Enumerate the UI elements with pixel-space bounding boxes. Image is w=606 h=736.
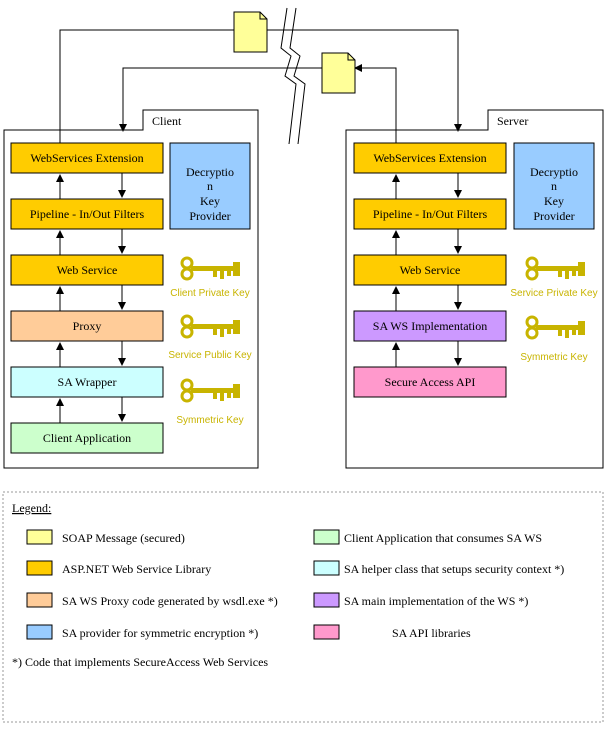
client-sa-wrapper-box: SA Wrapper xyxy=(10,366,164,398)
server-webservices-extension-box: WebServices Extension xyxy=(353,142,507,174)
soap-message-outbound-icon xyxy=(233,11,268,53)
service-private-key-icon: Service Private Key xyxy=(510,256,598,299)
soap-message-inbound-icon xyxy=(321,52,356,94)
svg-text:Symmetric Key: Symmetric Key xyxy=(176,415,243,426)
legend-title: Legend: xyxy=(12,501,51,515)
server-decryption-key-provider-box: Decryptio n Key Provider xyxy=(513,142,595,230)
network-break xyxy=(280,7,306,145)
svg-text:Proxy: Proxy xyxy=(73,319,102,333)
server-secure-access-api-box: Secure Access API xyxy=(353,366,507,398)
server-pipeline-box: Pipeline - In/Out Filters xyxy=(353,198,507,230)
legend-item: SA main implementation of the WS *) xyxy=(313,592,528,608)
network-connectors xyxy=(59,29,462,143)
legend-item: SA WS Proxy code generated by wsdl.exe *… xyxy=(26,592,278,608)
client-pipeline-box: Pipeline - In/Out Filters xyxy=(10,198,164,230)
client-decryption-key-provider-box: Decryptio n Key Provider xyxy=(169,142,251,230)
svg-text:Service Private Key: Service Private Key xyxy=(510,288,597,299)
svg-text:Symmetric Key: Symmetric Key xyxy=(520,352,587,363)
svg-text:WebServices Extension: WebServices Extension xyxy=(30,151,143,165)
legend-item: Client Application that consumes SA WS xyxy=(313,529,542,545)
server-sa-ws-implementation-box: SA WS Implementation xyxy=(353,310,507,342)
svg-text:WebServices Extension: WebServices Extension xyxy=(373,151,486,165)
svg-text:Client Application: Client Application xyxy=(43,431,131,445)
svg-text:Key: Key xyxy=(200,194,220,208)
service-public-key-icon: Service Public Key xyxy=(168,314,252,361)
svg-text:Secure Access API: Secure Access API xyxy=(385,375,476,389)
svg-text:Decryptio: Decryptio xyxy=(530,165,578,179)
svg-text:Key: Key xyxy=(544,194,564,208)
svg-text:Web Service: Web Service xyxy=(57,263,118,277)
server-title: Server xyxy=(497,114,528,128)
server-symmetric-key-icon: Symmetric Key xyxy=(520,315,588,363)
legend-item: SOAP Message (secured) xyxy=(26,529,185,545)
legend-item: SA helper class that setups security con… xyxy=(313,560,564,576)
svg-text:Client Private Key: Client Private Key xyxy=(170,288,249,299)
svg-text:SA WS Proxy code generated by: SA WS Proxy code generated by wsdl.exe *… xyxy=(62,594,278,608)
client-private-key-icon: Client Private Key xyxy=(170,256,250,299)
svg-text:n: n xyxy=(207,179,213,193)
svg-text:ASP.NET Web Service Library: ASP.NET Web Service Library xyxy=(62,562,211,576)
server-web-service-box: Web Service xyxy=(353,254,507,286)
client-title: Client xyxy=(152,114,182,128)
svg-text:Provider: Provider xyxy=(189,209,230,223)
svg-text:Pipeline - In/Out Filters: Pipeline - In/Out Filters xyxy=(373,207,488,221)
svg-text:SA provider for symmetric encr: SA provider for symmetric encryption *) xyxy=(62,626,258,640)
client-arrows xyxy=(56,173,126,423)
svg-text:SOAP Message (secured): SOAP Message (secured) xyxy=(62,531,185,545)
svg-text:n: n xyxy=(551,179,557,193)
client-webservices-extension-box: WebServices Extension xyxy=(10,142,164,174)
svg-text:SA main implementation of the: SA main implementation of the WS *) xyxy=(344,594,528,608)
svg-text:Decryptio: Decryptio xyxy=(186,165,234,179)
svg-text:SA Wrapper: SA Wrapper xyxy=(58,375,117,389)
legend-item: SA provider for symmetric encryption *) xyxy=(26,624,258,640)
svg-text:SA API libraries: SA API libraries xyxy=(392,626,471,640)
client-application-box: Client Application xyxy=(10,422,164,454)
client-web-service-box: Web Service xyxy=(10,254,164,286)
svg-text:Web Service: Web Service xyxy=(400,263,461,277)
svg-text:SA helper class that setups se: SA helper class that setups security con… xyxy=(344,562,564,576)
legend-item: ASP.NET Web Service Library xyxy=(26,560,211,576)
server-arrows xyxy=(392,173,462,367)
svg-text:Client Application that consum: Client Application that consumes SA WS xyxy=(344,531,542,545)
client-proxy-box: Proxy xyxy=(10,310,164,342)
svg-text:Service Public Key: Service Public Key xyxy=(168,350,251,361)
svg-text:Provider: Provider xyxy=(533,209,574,223)
legend: Legend: SOAP Message (secured) ASP.NET W… xyxy=(2,491,604,723)
svg-text:Pipeline - In/Out Filters: Pipeline - In/Out Filters xyxy=(30,207,145,221)
legend-item: SA API libraries xyxy=(313,624,471,640)
client-symmetric-key-icon: Symmetric Key xyxy=(176,378,244,426)
svg-text:SA WS Implementation: SA WS Implementation xyxy=(373,319,487,333)
legend-footnote: *) Code that implements SecureAccess Web… xyxy=(12,655,268,669)
